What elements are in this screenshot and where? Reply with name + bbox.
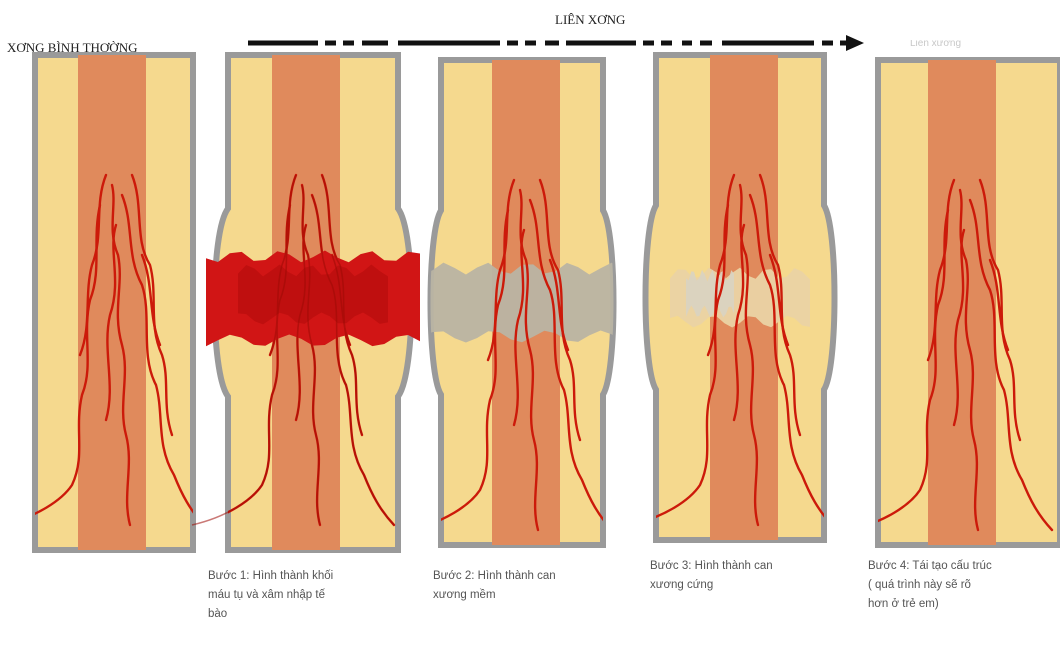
caption-step-2-line-1: Bước 2: Hình thành can: [433, 567, 623, 586]
caption-step-2-line-2: xương mềm: [433, 586, 623, 605]
caption-step-4-line-2: ( quá trình này sẽ rõ: [868, 576, 1058, 595]
caption-step-4-line-3: hơn ở trẻ em): [868, 595, 1058, 614]
caption-step-1-line-1: Bước 1: Hình thành khối: [208, 567, 398, 586]
caption-step-4-line-1: Bước 4: Tái tạo cấu trúc: [868, 557, 1058, 576]
caption-step-3-line-1: Bước 3: Hình thành can: [650, 557, 840, 576]
caption-step-1-line-2: máu tụ và xâm nhập tế: [208, 586, 398, 605]
caption-step-3-line-2: xương cứng: [650, 576, 840, 595]
bone-panel-step-4: [850, 60, 1060, 545]
bone-panel-step-2: [410, 60, 623, 545]
caption-step-3: Bước 3: Hình thành can xương cứng: [650, 557, 840, 595]
caption-step-4: Bước 4: Tái tạo cấu trúc ( quá trình này…: [868, 557, 1058, 614]
caption-step-1: Bước 1: Hình thành khối máu tụ và xâm nh…: [208, 567, 398, 624]
label-healed-bone: Liền xương: [910, 40, 961, 50]
caption-step-1-line-3: bào: [208, 605, 398, 624]
caption-step-2: Bước 2: Hình thành can xương mềm: [433, 567, 623, 605]
bone-panel-step-3: [630, 55, 835, 540]
arrow-head-icon: [846, 35, 864, 51]
label-normal-bone: XƠNG BÌNH THƠỜNG: [7, 40, 137, 56]
panels-layer: [2, 55, 1060, 550]
bone-panel-normal: [2, 55, 204, 550]
bone-panel-step-1: [192, 55, 420, 550]
label-bone-union: LIÊN XƠNG: [555, 12, 625, 28]
arrow-layer: [248, 35, 864, 51]
